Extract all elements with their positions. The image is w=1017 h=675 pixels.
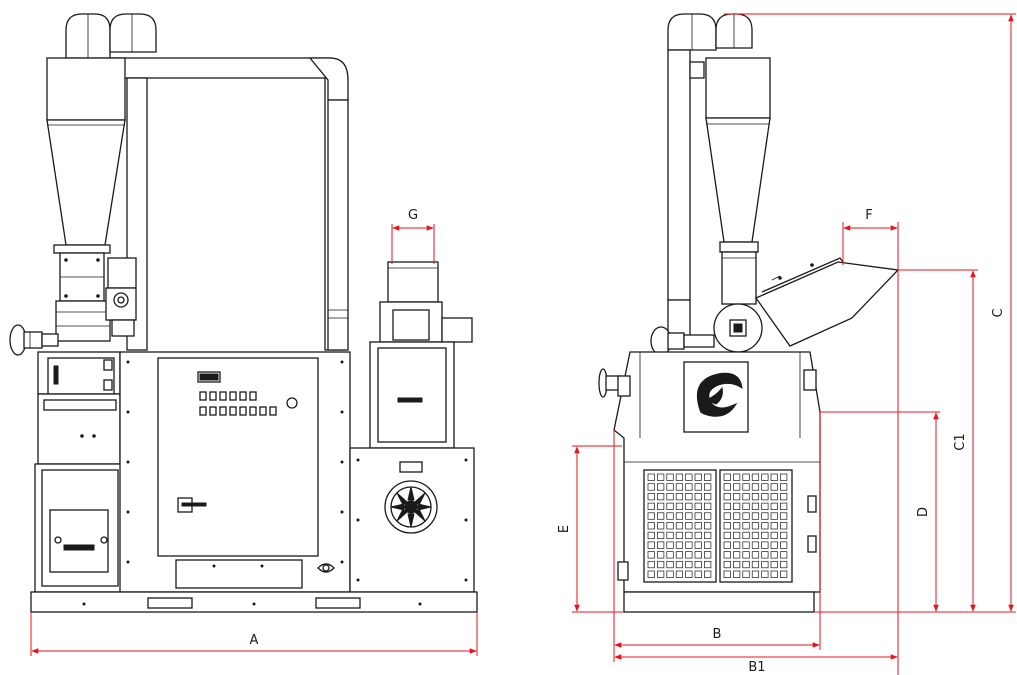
front-base — [30, 591, 478, 613]
front-main-cabinet — [119, 351, 351, 593]
control-switches-row2 — [199, 406, 277, 416]
side-inlet — [598, 326, 715, 398]
dimension-b1-label: B1 — [748, 660, 765, 675]
dimension-b-label: B — [713, 627, 722, 642]
dimension-b: B — [613, 412, 821, 662]
dimension-d-label: D — [916, 507, 931, 517]
dimension-g-label: G — [408, 208, 418, 223]
dimension-f: F — [842, 208, 899, 675]
dimension-a-label: A — [250, 633, 259, 648]
dimension-c1: C1 — [898, 269, 978, 612]
front-motor — [105, 257, 137, 337]
side-view: F C C1 D E — [557, 13, 1016, 675]
side-duct — [667, 13, 753, 341]
front-panel-rivets — [82, 360, 468, 606]
dimension-d: D — [820, 411, 940, 612]
front-inlet — [9, 324, 59, 356]
dimension-b1: B1 — [614, 654, 898, 675]
side-grilles — [617, 469, 817, 583]
dimension-f-label: F — [865, 208, 872, 223]
front-left-column — [34, 351, 126, 593]
dimension-a: A — [30, 612, 478, 656]
dimension-c1-label: C1 — [953, 433, 968, 450]
brand-logo-icon — [696, 372, 743, 417]
front-view: G A — [9, 13, 478, 656]
side-cyclone — [705, 57, 771, 353]
front-right-module — [349, 261, 475, 593]
front-cyclone — [46, 57, 126, 342]
side-base — [623, 591, 815, 613]
dimension-c: C — [724, 13, 1016, 613]
dimension-c-label: C — [991, 308, 1006, 317]
dimension-e-label: E — [557, 525, 572, 533]
fan-icon — [384, 480, 438, 534]
side-hopper — [755, 257, 900, 347]
dimension-g: G — [391, 208, 435, 264]
grille-left — [647, 473, 712, 578]
grille-right — [723, 473, 788, 578]
control-switches-row1 — [199, 391, 257, 401]
